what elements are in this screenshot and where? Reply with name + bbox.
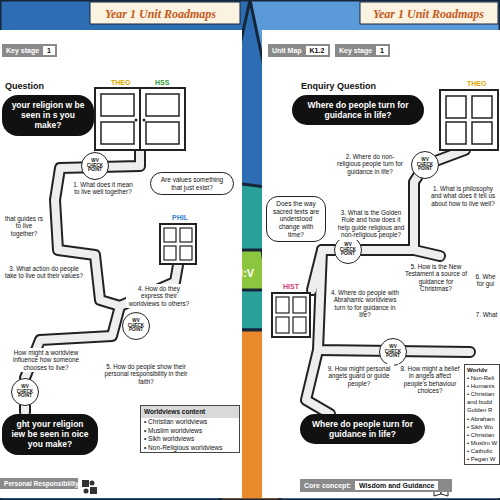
node-text: Where do people turn for guidance in lif… [300, 100, 416, 120]
checkpoint-circle: WV CHECK POINT [411, 151, 439, 179]
node-text: • Sikh worldviews [141, 435, 239, 443]
speech-bubble: Where do people turn for guidance in lif… [292, 95, 424, 125]
node-text: • Non-Religious worldviews [141, 444, 239, 452]
node-text: Are values something that just exist? [156, 176, 228, 191]
enquiry-heading: Question [4, 80, 45, 93]
node-text: Golden R [465, 406, 499, 414]
tab-value-box: 1 [43, 46, 55, 55]
question-text: 4. Where do people with Abrahamic worldv… [330, 288, 400, 320]
question-text: 7. What [474, 310, 499, 319]
checkpoint-circle: WV CHECK POINT [11, 378, 39, 406]
node-text: K1.2 [310, 47, 325, 54]
node-text: • Non-Reli [465, 374, 499, 382]
door-label: THEO [110, 78, 131, 88]
checkpoint-circle: WV CHECK POINT [122, 312, 150, 340]
node-text: ght your religion iew be seen in oice yo… [10, 419, 90, 450]
question-text: 1. What is philosophy and what does it t… [428, 184, 498, 208]
speech-bubble: your religion w be seen in s you make? [2, 95, 94, 136]
node-text: • Muslim worldviews [141, 427, 239, 435]
node-text: Key stage [6, 47, 39, 54]
thought-bubble: Are values something that just exist? [150, 172, 234, 195]
page-header: Year 1 Unit Roadmaps [104, 6, 217, 22]
question-text: 8. How might a belief in angels affect p… [398, 364, 462, 396]
node-text: Core concept: [304, 482, 351, 489]
tab-value-box: K1.2 [306, 46, 329, 55]
node-text: • Christian [465, 390, 499, 398]
node-text: Key stage [339, 47, 372, 54]
key-stage-tab: Unit Map K1.2 [268, 44, 330, 57]
concept-band: Core concept: Wisdom and Guidance [300, 479, 452, 492]
question-text: 2. Where do non-religious people turn fo… [335, 152, 405, 176]
question-text: 9. How might personal angels guard or gu… [324, 364, 394, 388]
checkpoint-circle: WV CHECK POINT [81, 152, 109, 180]
speech-bubble: Where do people turn for guidance in lif… [300, 414, 425, 444]
worldviews-box: Worldv• Non-Reli• Humanis• Christianand … [464, 364, 500, 465]
door-label: PHIL [171, 213, 189, 223]
node-text: Unit Map [272, 47, 302, 54]
question-text: 1. What does it mean to live well togeth… [72, 180, 134, 197]
node-text: Where do people turn for guidance in lif… [308, 419, 417, 439]
node-text: 1 [47, 47, 51, 54]
node-text: • Sikh Wo [465, 423, 499, 431]
node-text: Worldviews content [141, 406, 239, 418]
speech-bubble: ght your religion iew be seen in oice yo… [2, 414, 98, 455]
enquiry-heading: Enquiry Question [300, 80, 377, 93]
node-text: and budd [465, 398, 499, 406]
thought-bubble: Does the way sacred texts are understood… [266, 196, 326, 242]
question-text: 3. What is the Golden Rule and how does … [336, 208, 406, 240]
page-header: Year 1 Unit Roadmaps [372, 6, 485, 22]
node-text: • Muslim W [465, 439, 499, 447]
node-text: WV CHECK POINT [84, 159, 106, 173]
concept-band: Personal Responsibility [0, 478, 78, 489]
node-text: Personal Responsibility [4, 480, 79, 487]
node-text: WV CHECK POINT [337, 243, 359, 257]
node-text: WV CHECK POINT [125, 319, 147, 333]
node-text: • Catholic [465, 447, 499, 455]
door-label: HIST [282, 282, 300, 292]
watermark: M:V [233, 266, 255, 281]
node-text: • Humanis [465, 382, 499, 390]
key-stage-tab: Key stage 1 [335, 44, 390, 57]
worldviews-box: Worldviews content• Christian worldviews… [140, 405, 240, 453]
question-text: 6. Whe for gui [472, 272, 499, 289]
door-label: THEO [466, 79, 487, 89]
node-text: WV CHECK POINT [414, 158, 436, 172]
node-text: • Christian worldviews [141, 418, 239, 426]
question-text: 3. What action do people take to live ou… [3, 264, 85, 281]
node-text: WV CHECK POINT [14, 385, 36, 399]
checkpoint-circle: WV CHECK POINT [334, 236, 362, 264]
question-text: that guides rs to live together? [2, 214, 46, 238]
question-text: 5. How is the New Testament a source of … [404, 262, 468, 294]
question-text: 5. How do people show their personal res… [100, 362, 192, 386]
node-text: • Abraham [465, 415, 499, 423]
node-text: Wisdom and Guidance [355, 481, 438, 490]
tab-value-box: 1 [376, 46, 388, 55]
node-text: • Christian [465, 431, 499, 439]
node-text: • Pegan W [465, 455, 499, 463]
node-text: WV CHECK POINT [382, 345, 404, 359]
question-text: How might a worldview influence how some… [3, 348, 89, 372]
node-text: your religion w be seen in s you make? [10, 100, 86, 131]
checkpoint-circle: WV CHECK POINT [379, 338, 407, 366]
node-text: 1 [380, 47, 384, 54]
question-text: 4. How do they express their worldviews … [126, 284, 192, 308]
node-text: Worldv [465, 366, 499, 374]
node-text: Does the way sacred texts are understood… [272, 200, 320, 238]
door-label: HSS [154, 78, 170, 88]
key-stage-tab: Key stage 1 [2, 44, 57, 57]
